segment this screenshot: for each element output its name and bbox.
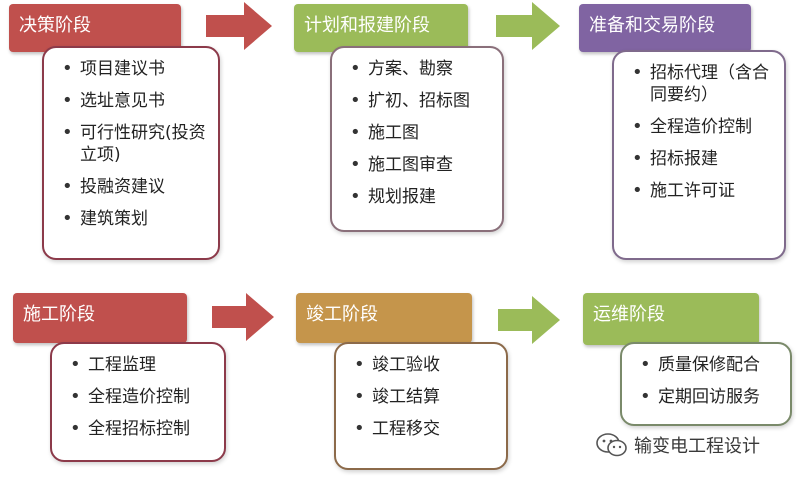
watermark: 输变电工程设计 <box>596 432 760 458</box>
list-item: 全程招标控制 <box>68 418 214 440</box>
flow-arrow <box>496 2 560 50</box>
stage-header: 准备和交易阶段 <box>579 4 751 52</box>
stage-header: 计划和报建阶段 <box>294 4 468 52</box>
item-list: 竣工验收 竣工结算 工程移交 <box>352 354 496 440</box>
item-list: 项目建议书 选址意见书 可行性研究(投资立项) 投融资建议 建筑策划 <box>60 58 208 230</box>
item-list: 工程监理 全程造价控制 全程招标控制 <box>68 354 214 440</box>
flow-arrow <box>212 293 274 341</box>
list-item: 方案、勘察 <box>348 58 492 80</box>
flow-arrow <box>206 2 272 50</box>
wechat-icon <box>596 433 627 457</box>
stage-card: 工程监理 全程造价控制 全程招标控制 <box>50 342 226 462</box>
watermark-text: 输变电工程设计 <box>634 436 760 457</box>
list-item: 选址意见书 <box>60 90 208 112</box>
stage-title: 竣工阶段 <box>306 304 378 325</box>
item-list: 方案、勘察 扩初、招标图 施工图 施工图审查 规划报建 <box>348 58 492 208</box>
stage-card: 方案、勘察 扩初、招标图 施工图 施工图审查 规划报建 <box>330 46 504 232</box>
list-item: 定期回访服务 <box>638 386 780 408</box>
list-item: 项目建议书 <box>60 58 208 80</box>
list-item: 竣工验收 <box>352 354 496 376</box>
stage-title: 运维阶段 <box>593 304 665 325</box>
stage-title: 准备和交易阶段 <box>589 15 715 36</box>
list-item: 施工许可证 <box>630 180 774 202</box>
stage-card: 质量保修配合 定期回访服务 <box>620 342 792 426</box>
list-item: 全程造价控制 <box>630 116 774 138</box>
item-list: 招标代理（含合同要约） 全程造价控制 招标报建 施工许可证 <box>630 62 774 202</box>
list-item: 投融资建议 <box>60 176 208 198</box>
list-item: 竣工结算 <box>352 386 496 408</box>
list-item: 工程移交 <box>352 418 496 440</box>
stage-card: 竣工验收 竣工结算 工程移交 <box>334 342 508 470</box>
stage-title: 计划和报建阶段 <box>304 15 430 36</box>
stage-card: 项目建议书 选址意见书 可行性研究(投资立项) 投融资建议 建筑策划 <box>42 46 220 260</box>
stage-title: 施工阶段 <box>23 304 95 325</box>
list-item: 招标报建 <box>630 148 774 170</box>
list-item: 规划报建 <box>348 186 492 208</box>
stage-card: 招标代理（含合同要约） 全程造价控制 招标报建 施工许可证 <box>612 50 786 260</box>
stage-header: 竣工阶段 <box>296 293 472 343</box>
list-item: 招标代理（含合同要约） <box>630 62 774 106</box>
list-item: 施工图 <box>348 122 492 144</box>
stage-header: 运维阶段 <box>583 293 759 345</box>
stage-title: 决策阶段 <box>19 15 91 36</box>
list-item: 扩初、招标图 <box>348 90 492 112</box>
list-item: 可行性研究(投资立项) <box>60 122 208 166</box>
list-item: 施工图审查 <box>348 154 492 176</box>
list-item: 工程监理 <box>68 354 214 376</box>
flow-arrow <box>498 296 560 344</box>
list-item: 质量保修配合 <box>638 354 780 376</box>
stage-header: 施工阶段 <box>13 293 187 343</box>
item-list: 质量保修配合 定期回访服务 <box>638 354 780 408</box>
list-item: 建筑策划 <box>60 208 208 230</box>
list-item: 全程造价控制 <box>68 386 214 408</box>
stage-header: 决策阶段 <box>9 4 181 52</box>
